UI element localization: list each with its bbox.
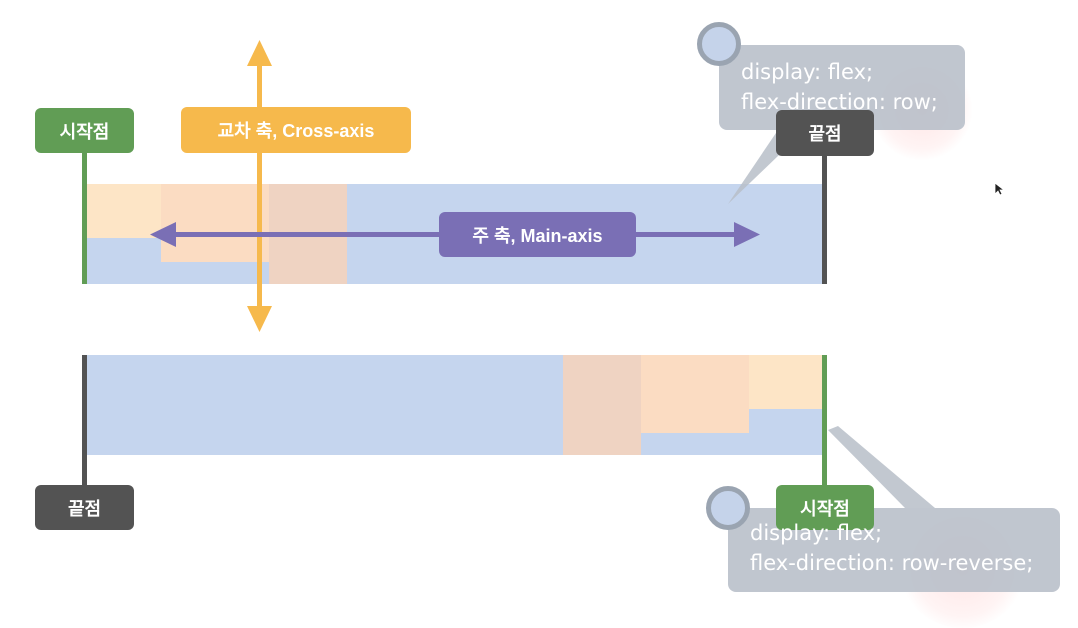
code-line-display-top: display: flex; bbox=[741, 60, 874, 84]
end-badge-bottom: 끝점 bbox=[35, 485, 134, 530]
start-badge-bottom: 시작점 bbox=[776, 485, 874, 530]
mouse-pointer-icon bbox=[994, 182, 1004, 196]
end-line-top bbox=[822, 150, 827, 284]
code-line-direction-bottom: flex-direction: row-reverse; bbox=[750, 551, 1034, 575]
main-axis-label: 주 축, Main-axis bbox=[439, 212, 636, 257]
flex-item-1-reverse bbox=[749, 355, 823, 409]
flex-item-2 bbox=[161, 184, 269, 262]
end-badge-top: 끝점 bbox=[776, 110, 874, 156]
start-badge-top: 시작점 bbox=[35, 108, 134, 153]
code-line-display-bottom: display: flex; bbox=[750, 521, 883, 545]
flex-item-2-reverse bbox=[641, 355, 749, 433]
flex-item-3-reverse bbox=[563, 355, 641, 455]
end-line-bottom bbox=[82, 355, 87, 489]
bubble-icon-bottom bbox=[706, 486, 750, 530]
flex-item-1 bbox=[87, 184, 161, 238]
bubble-icon-top bbox=[697, 22, 741, 66]
start-line-top bbox=[82, 150, 87, 284]
start-line-bottom bbox=[822, 355, 827, 489]
cross-axis-label: 교차 축, Cross-axis bbox=[181, 107, 411, 153]
